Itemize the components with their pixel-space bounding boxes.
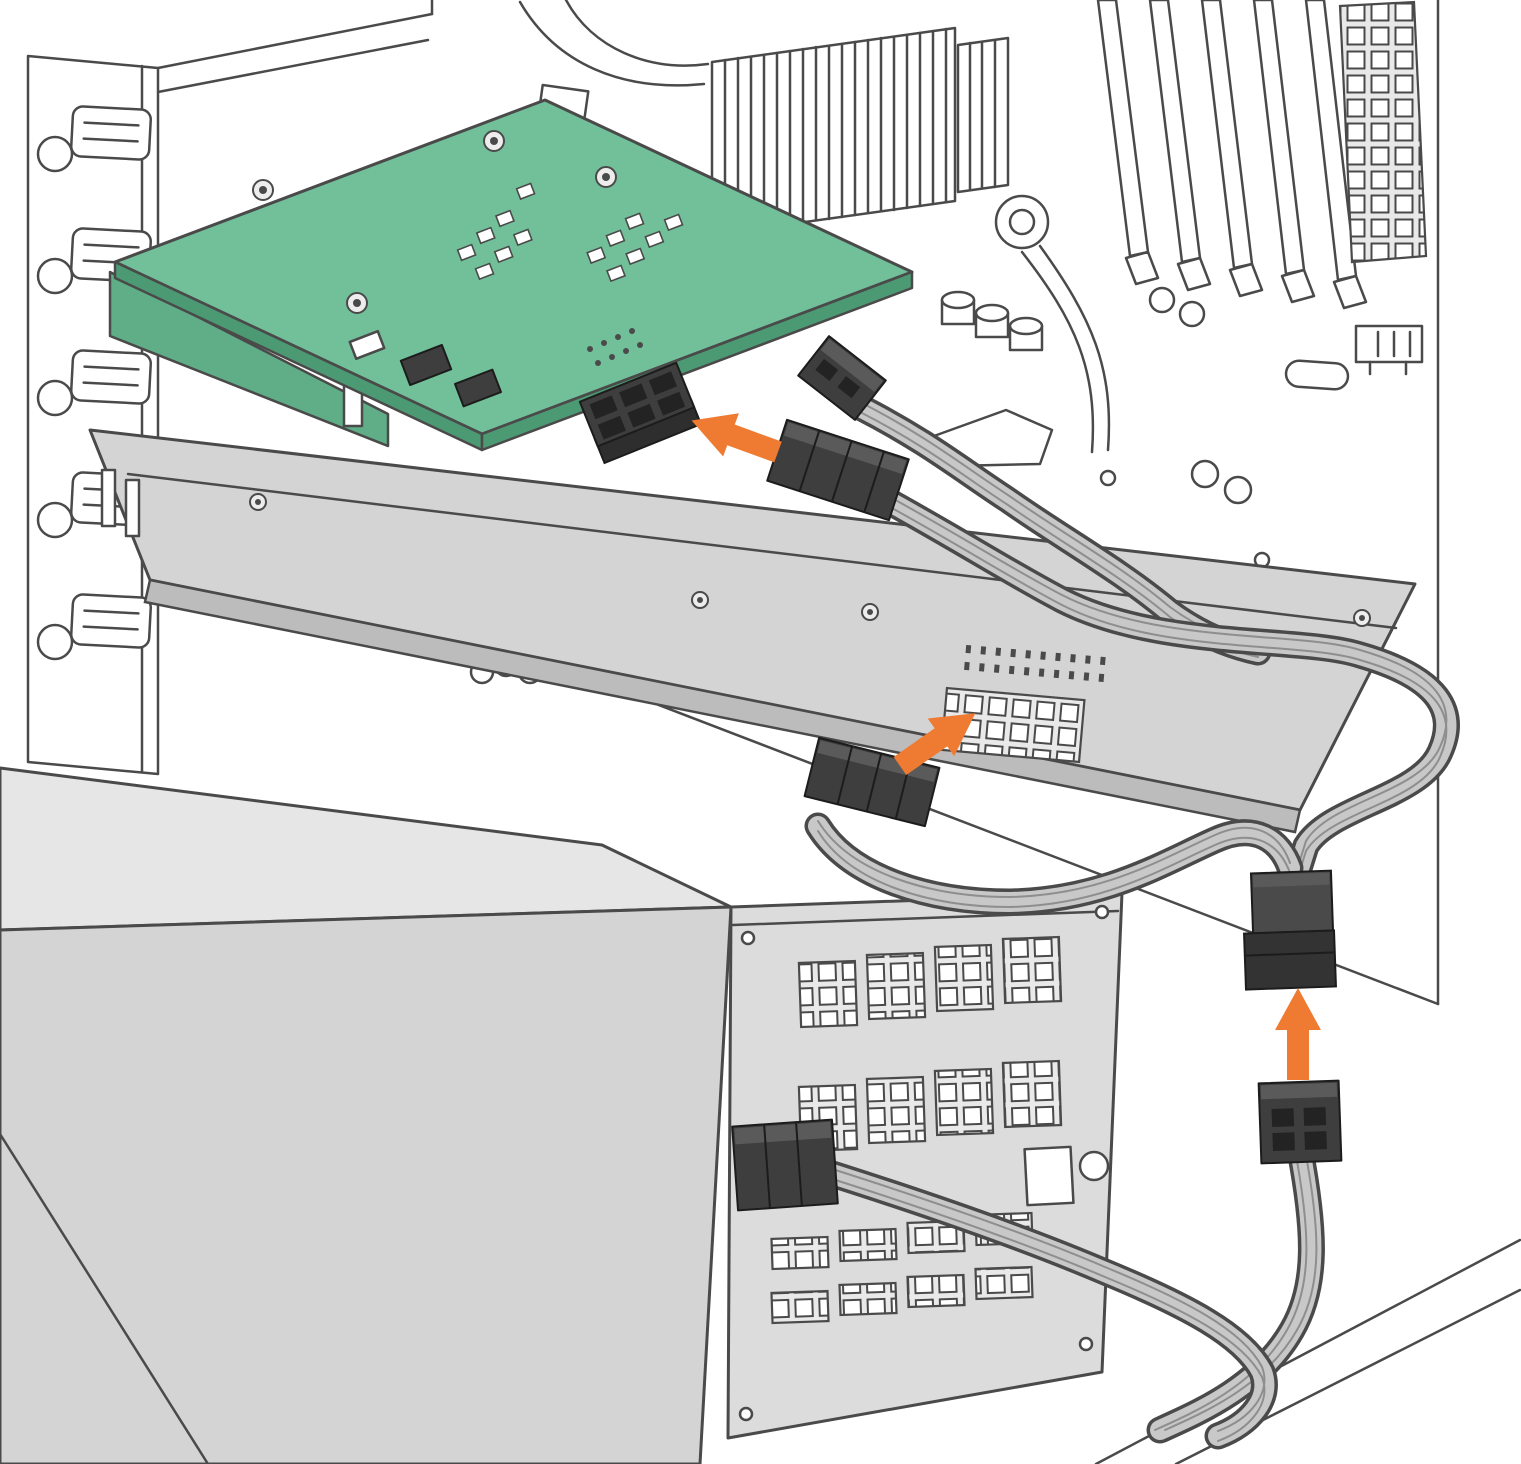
computer-case (26, 0, 1521, 1464)
card-solder-dots (587, 328, 643, 366)
arrow-into-gpu-icon (893, 713, 976, 776)
capacitors (1099, 286, 1271, 569)
fuse-cylinder (1284, 359, 1350, 391)
thumbscrew (36, 135, 74, 173)
expansion-slot-covers (36, 105, 152, 661)
solder-pin-field (954, 637, 1116, 687)
atx-power-connector (1338, 0, 1428, 264)
cable-connectors (731, 335, 1343, 1212)
ram-slots (1096, 0, 1368, 310)
standoff-cylinders (940, 290, 1044, 352)
connector-coupler (1243, 869, 1337, 991)
psu-button (1078, 1150, 1110, 1182)
arrow-cable-join-icon (1275, 988, 1321, 1080)
psu-switch (1023, 1145, 1075, 1207)
front-panel-header (1354, 324, 1424, 376)
psu-modular-panel (770, 935, 1063, 1325)
connector-spare-plug (797, 335, 887, 421)
connector-card-plug (766, 418, 910, 522)
thumbscrew (36, 257, 74, 295)
cooler-tube (1020, 250, 1095, 454)
capture-card-lower-board (108, 270, 390, 448)
connector-psu-cable-plug (1257, 1079, 1343, 1165)
cpu-heatsink (710, 26, 1050, 250)
card-screws (252, 130, 617, 314)
card-video-port (454, 368, 502, 408)
connector-psu-socket-plug (731, 1118, 839, 1212)
capture-card (108, 98, 914, 465)
card-power-socket (578, 361, 703, 465)
card-components (456, 182, 684, 283)
power-supply (0, 766, 1124, 1464)
thumbscrew (36, 623, 74, 661)
direction-arrows (691, 413, 1321, 1080)
card-header (348, 329, 386, 361)
arrow-into-card-icon (691, 413, 782, 463)
graphics-card (88, 428, 1417, 834)
motherboard-area (459, 0, 1428, 685)
thumbscrew (36, 501, 74, 539)
card-video-port (399, 343, 453, 387)
thumbscrew (36, 379, 74, 417)
